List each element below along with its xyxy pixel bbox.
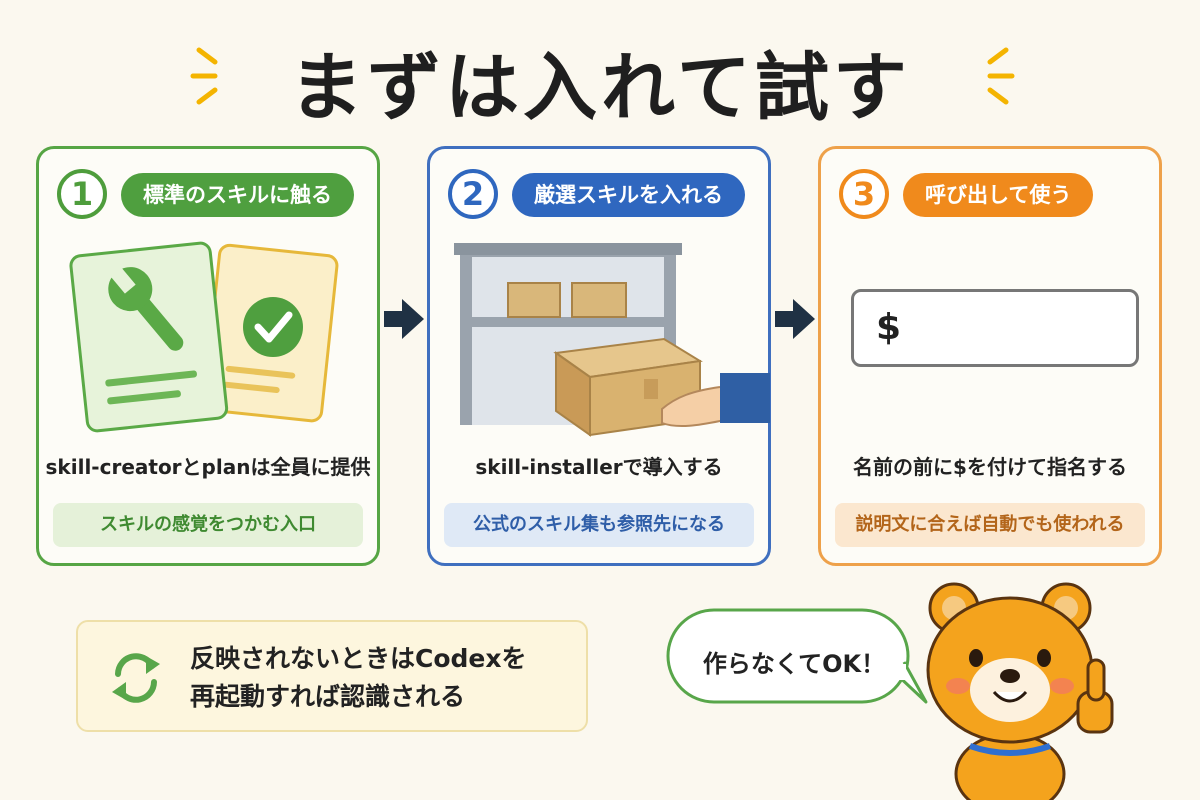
step-2-label: 厳選スキルを入れる	[512, 173, 745, 217]
tip-line-2: 再起動すれば認識される	[190, 682, 466, 711]
step-2-description: skill-installerで導入する	[475, 455, 723, 479]
wrench-icon	[108, 264, 184, 351]
step-3-label: 呼び出して使う	[903, 173, 1094, 217]
refresh-icon	[112, 653, 160, 703]
arrow-right-icon	[384, 299, 424, 339]
step-1-number: 1	[57, 169, 107, 219]
step-3-number: 3	[839, 169, 889, 219]
shelf-box-icon	[454, 243, 770, 437]
step-3-note: 説明文に合えば自動でも使われる	[835, 503, 1145, 547]
step-3-description: 名前の前に$を付けて指名する	[853, 455, 1127, 479]
tip-line-1: 反映されないときはCodexを	[190, 644, 527, 673]
bear-mascot	[926, 582, 1114, 800]
step-1-label: 標準のスキルに触る	[121, 173, 354, 217]
bubble-text: 作らなくてOK！	[702, 650, 886, 678]
step-1-description: skill-creatorとplanは全員に提供	[45, 455, 371, 479]
command-input[interactable]: $	[851, 289, 1139, 367]
step-2-note: 公式のスキル集も参照先になる	[444, 503, 754, 547]
step-2-card: 2 厳選スキルを入れる skill-installerで導入する 公式のスキル集…	[427, 146, 771, 566]
sparkle-right-icon	[987, 47, 1015, 105]
page-title: まずは入れて試す	[289, 45, 911, 131]
checkmark-icon	[243, 297, 303, 357]
arrow-right-icon	[775, 299, 815, 339]
skill-cards-illustration	[69, 241, 339, 433]
step-2-number: 2	[448, 169, 498, 219]
step-3-card: 3 呼び出して使う $ 名前の前に$を付けて指名する 説明文に合えば自動でも使わ…	[818, 146, 1162, 566]
restart-tip: 反映されないときはCodexを 再起動すれば認識される	[76, 620, 588, 732]
step-1-note: スキルの感覚をつかむ入口	[53, 503, 363, 547]
step-1-card: 1 標準のスキルに触る skill-creatorとplanは全員に提供 スキル…	[36, 146, 380, 566]
speech-bubble	[666, 608, 928, 704]
sparkle-left-icon	[190, 47, 218, 105]
